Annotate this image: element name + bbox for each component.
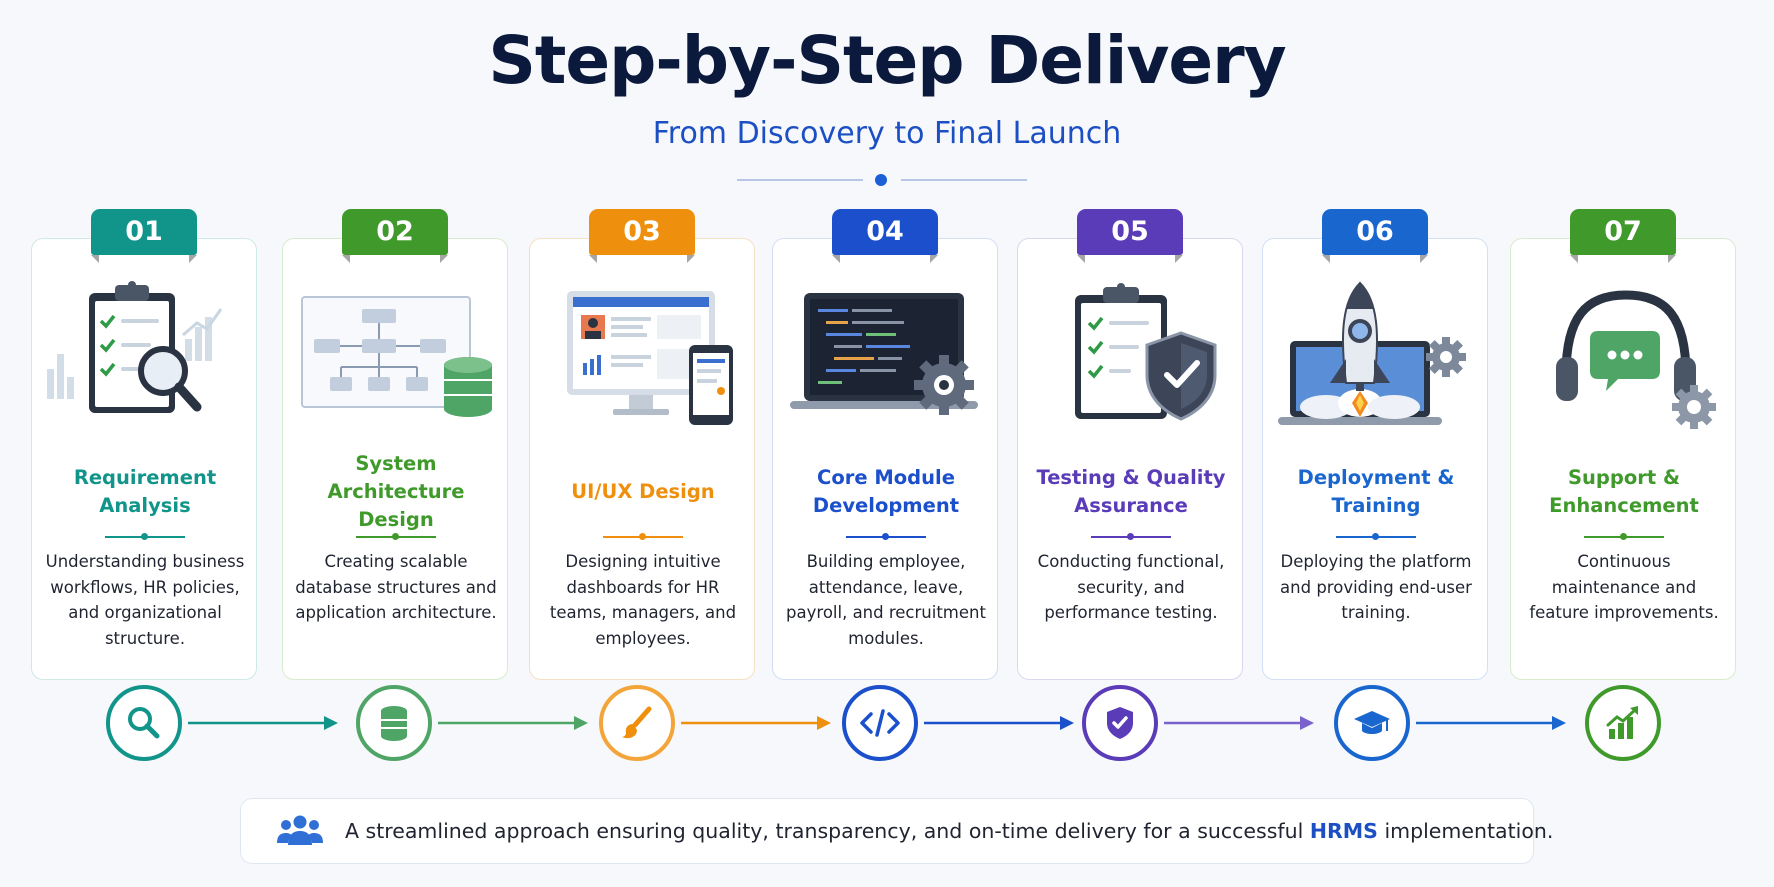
title-separator — [105, 531, 185, 543]
architecture-diagram-illustration — [301, 296, 492, 417]
step-number-badge: 07 — [1570, 209, 1676, 263]
flow-arrow — [924, 716, 1074, 730]
title-separator — [603, 531, 683, 543]
step-number-badge: 06 — [1322, 209, 1428, 263]
paintbrush-icon — [622, 706, 652, 739]
step-circle-02 — [356, 685, 432, 761]
step-number-badge: 05 — [1077, 209, 1183, 263]
step-description: Conducting functional, security, and per… — [1037, 552, 1225, 622]
title-separator — [1091, 531, 1171, 543]
step-card-04: 04 Core Module Development Building empl… — [772, 209, 998, 680]
step-card-07: 07 Support & Enhancement Continuous main… — [1510, 209, 1736, 680]
step-circle-06 — [1334, 685, 1410, 761]
step-description: Designing intuitive dashboards for HR te… — [549, 552, 737, 648]
page-subtitle: From Discovery to Final Launch — [652, 116, 1122, 151]
code-icon — [860, 709, 900, 737]
footer-banner: A streamlined approach ensuring quality,… — [240, 798, 1553, 864]
laptop-code-illustration — [790, 293, 978, 415]
monitor-phone-illustration — [567, 291, 733, 425]
title-separator — [846, 531, 926, 543]
title-divider — [737, 172, 1027, 188]
step-description: Building employee, attendance, leave, pa… — [786, 552, 986, 648]
step-circle-01 — [106, 685, 182, 761]
shield-check-icon — [1107, 707, 1133, 739]
step-title: UI/UX Design — [571, 480, 715, 503]
database-icon — [381, 706, 407, 741]
step-title: System Architecture Design — [327, 452, 465, 531]
step-title: Support & Enhancement — [1549, 466, 1699, 517]
graduation-cap-icon — [1354, 711, 1390, 734]
step-title: Deployment & Training — [1297, 466, 1455, 517]
footer-highlight: HRMS — [1309, 819, 1378, 843]
footer-text-after: implementation. — [1377, 819, 1554, 843]
step-card-01: 01 Requirement Analysis Understanding bu… — [31, 209, 257, 680]
title-separator — [356, 531, 436, 543]
step-title: Requirement Analysis — [73, 466, 217, 517]
footer-text: A streamlined approach ensuring quality,… — [345, 799, 1553, 863]
title-separator — [1584, 531, 1664, 543]
step-number-badge: 02 — [342, 209, 448, 263]
step-circle-07 — [1585, 685, 1661, 761]
title-separator — [1336, 531, 1416, 543]
step-circle-04 — [842, 685, 918, 761]
step-title: Core Module Development — [812, 466, 960, 517]
rocket-laptop-illustration — [1278, 281, 1466, 425]
step-circle-03 — [599, 685, 675, 761]
growth-chart-icon — [1606, 706, 1638, 739]
step-card-02: 02 System Architecture Design Creating s… — [282, 209, 508, 680]
step-number-badge: 01 — [91, 209, 197, 263]
step-description: Continuous maintenance and feature impro… — [1529, 552, 1719, 622]
step-description: Deploying the platform and providing end… — [1280, 552, 1472, 622]
clipboard-shield-illustration — [1075, 283, 1217, 421]
flow-arrow — [681, 716, 831, 730]
step-number-badge: 04 — [832, 209, 938, 263]
step-number-badge: 03 — [589, 209, 695, 263]
flow-arrow — [1164, 716, 1314, 730]
step-card-06: 06 Deployment & Training Deploying the — [1262, 209, 1488, 680]
step-card-05: 05 Testing & Quality Assurance Conductin… — [1017, 209, 1243, 680]
step-description: Understanding business workflows, HR pol… — [45, 552, 245, 648]
team-icon — [277, 815, 323, 845]
step-card-03: 03 UI/UX Design Designing intuitive dash… — [529, 209, 755, 680]
step-description: Creating scalable database structures an… — [295, 552, 497, 622]
clipboard-checklist-illustration — [47, 281, 223, 413]
flow-arrow — [1416, 716, 1566, 730]
headset-chat-illustration — [1556, 290, 1716, 429]
step-title: Testing & Quality Assurance — [1036, 466, 1226, 517]
magnifier-icon — [128, 707, 160, 739]
step-circle-05 — [1082, 685, 1158, 761]
page-title: Step-by-Step Delivery — [488, 22, 1286, 99]
flow-arrow — [188, 716, 338, 730]
footer-text-before: A streamlined approach ensuring quality,… — [345, 819, 1310, 843]
flow-arrow — [438, 716, 588, 730]
